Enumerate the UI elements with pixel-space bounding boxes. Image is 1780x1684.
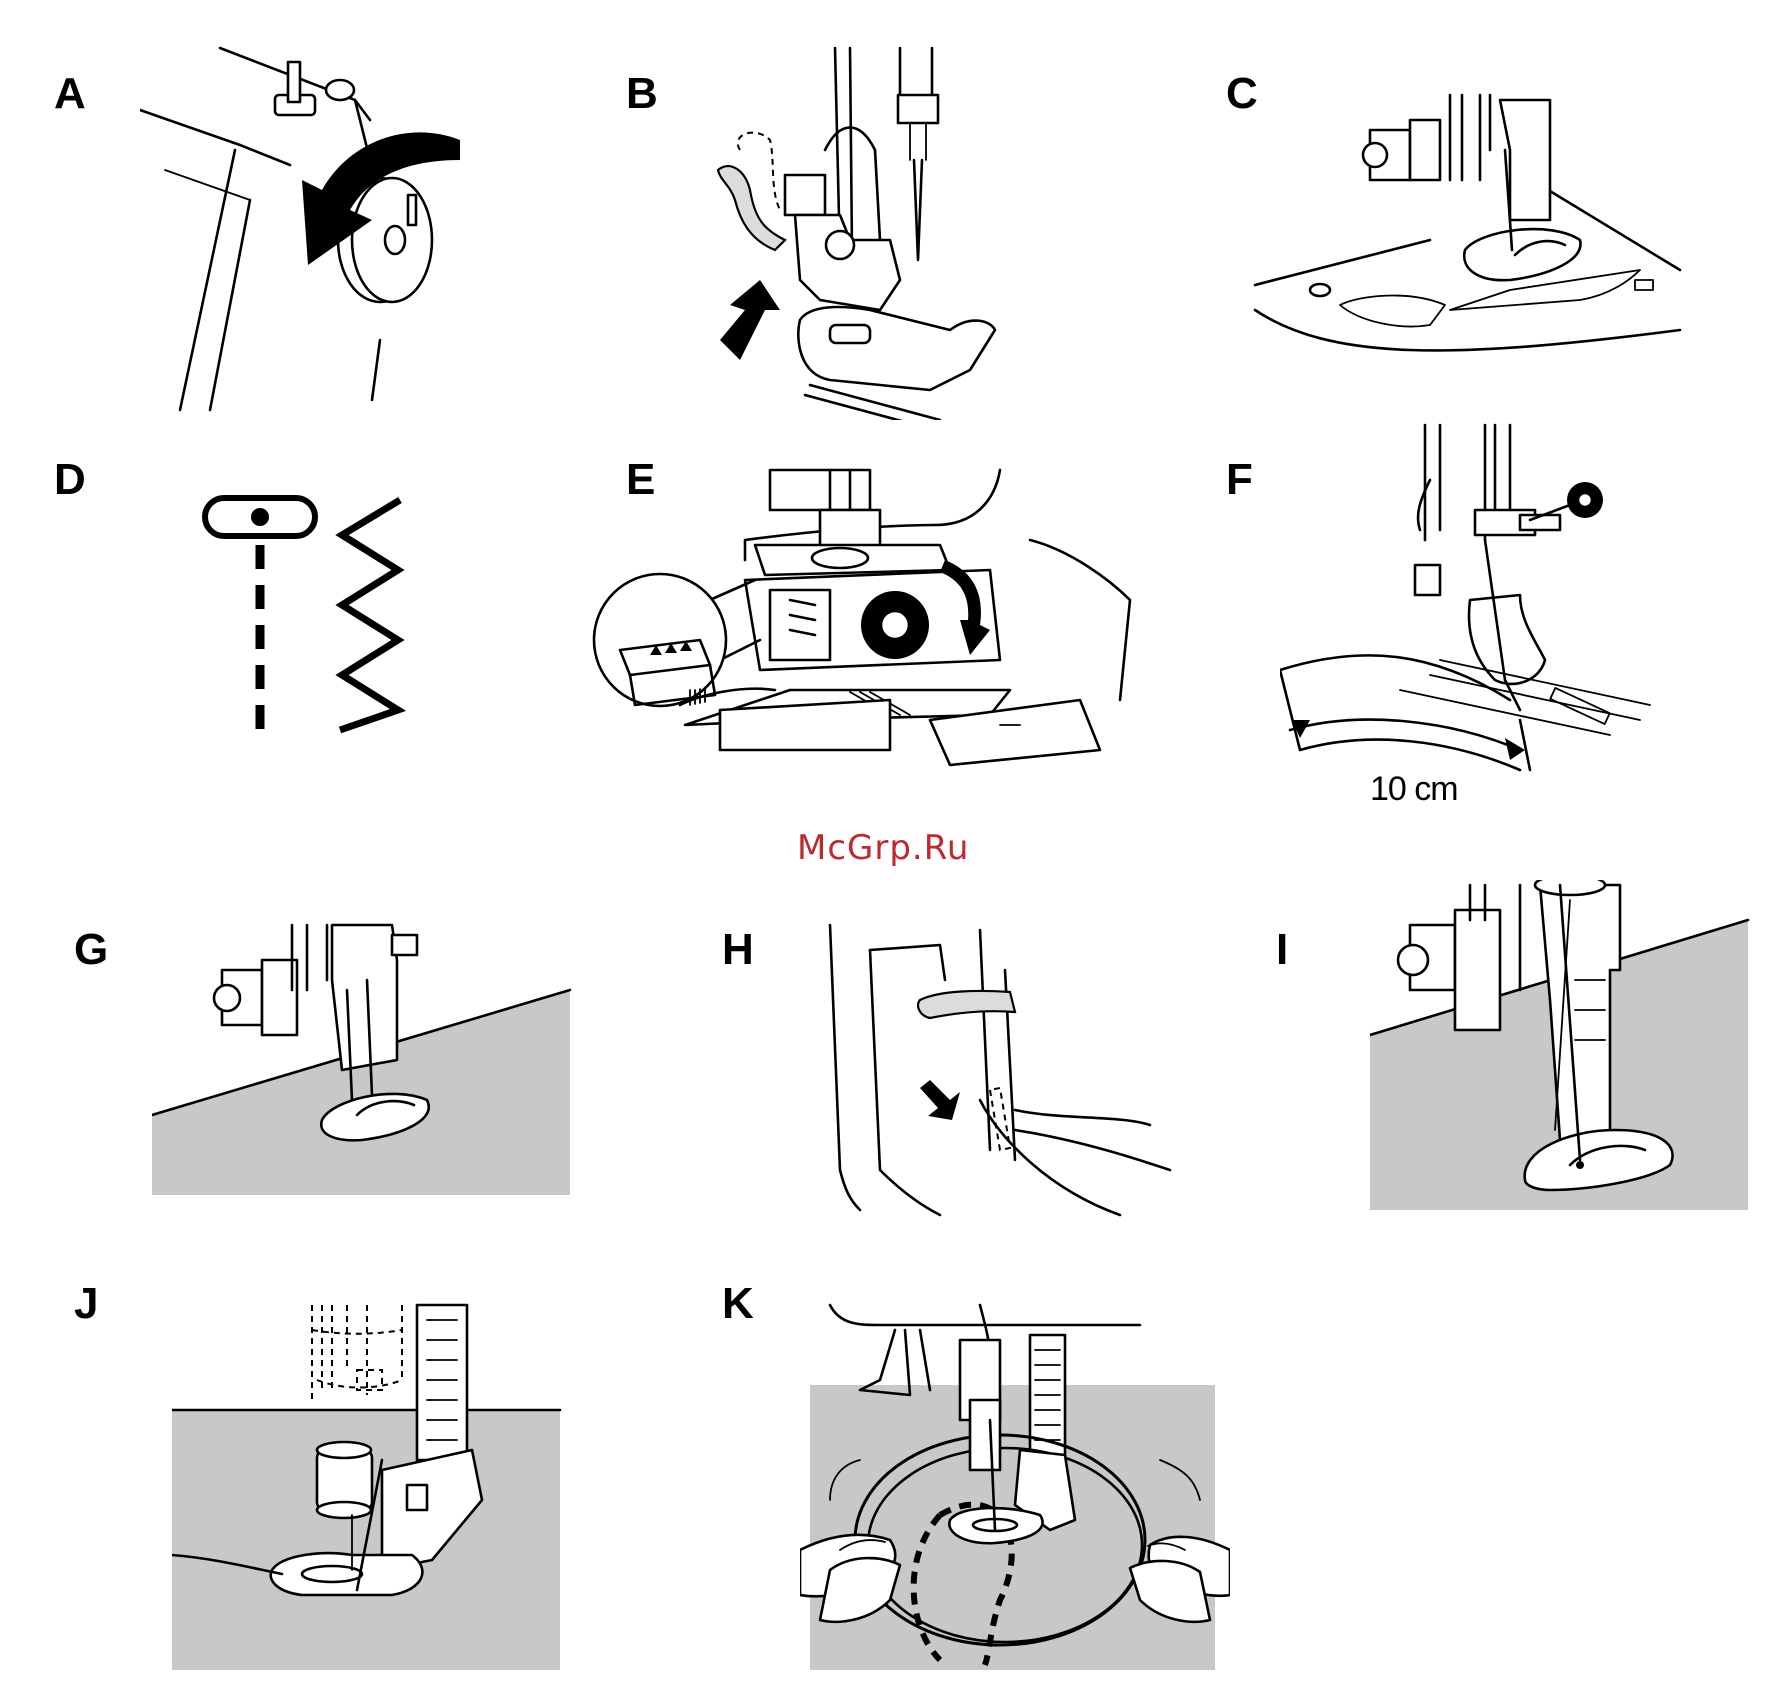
panel-d-stitch-selection-illustration (190, 490, 430, 740)
panel-j-darning-foot-illustration (172, 1300, 572, 1675)
panel-g-foot-on-fabric-illustration (152, 920, 572, 1205)
watermark: McGrp.Ru (797, 828, 969, 868)
panel-label-b: B (626, 72, 658, 116)
panel-label-a: A (54, 72, 86, 116)
panel-label-k: K (722, 1282, 754, 1326)
panel-label-g: G (74, 928, 108, 972)
panel-k-embroidery-hoop-illustration (800, 1300, 1230, 1675)
panel-label-j: J (74, 1282, 98, 1326)
panel-a-bobbin-winder-illustration (140, 40, 480, 420)
panel-c-foot-on-needle-plate-illustration (1250, 90, 1690, 380)
panel-h-feed-dog-lever-illustration (820, 920, 1200, 1220)
panel-label-f: F (1226, 458, 1253, 502)
panel-label-h: H (722, 928, 754, 972)
panel-label-d: D (54, 458, 86, 502)
panel-label-i: I (1276, 928, 1288, 972)
panel-b-presser-foot-illustration (700, 40, 1060, 420)
panel-e-bobbin-insertion-illustration (590, 460, 1150, 780)
measurement-label: 10 cm (1370, 770, 1458, 809)
panel-i-needle-lowered-illustration (1370, 880, 1750, 1220)
panel-f-ten-cm-measurement-illustration (1280, 420, 1680, 780)
